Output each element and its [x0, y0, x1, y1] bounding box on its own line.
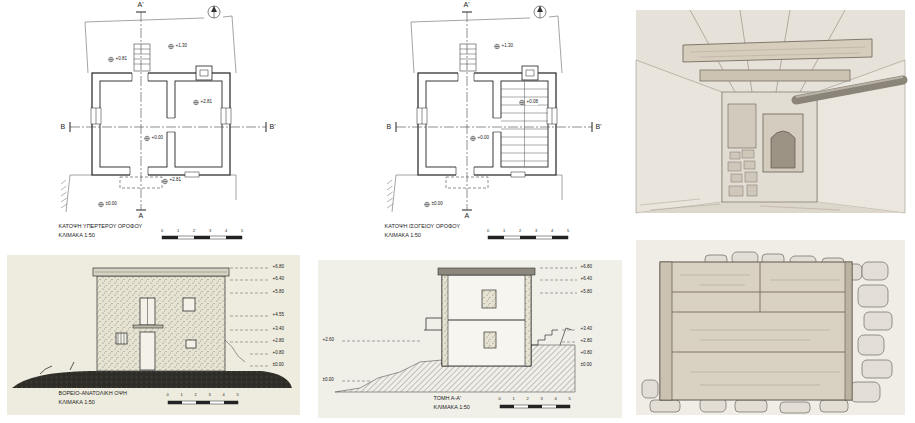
level-mark: +3.40 — [580, 327, 592, 332]
scale-number: 5 — [568, 397, 571, 401]
drawing-title: ΚΑΤΟΨΗ ΥΠΕΡΤΕΡΟΥ ΟΡΟΦΟΥ — [58, 224, 143, 230]
section-mark: Β' — [595, 123, 602, 130]
scale-number: 2 — [193, 229, 196, 233]
level-mark: +6.80 — [580, 265, 592, 270]
section-a-a — [318, 260, 622, 418]
scale-number: 1 — [177, 229, 180, 233]
scale-number: 2 — [526, 397, 529, 401]
level-mark: +0.80 — [272, 351, 284, 356]
ground-floor-plan — [387, 6, 592, 239]
section-mark: Α — [138, 212, 144, 219]
scale-text: ΚΛΙΜΑΚΑ 1:50 — [384, 233, 421, 239]
level-mark: +0.80 — [580, 351, 592, 356]
level-mark: +2.60 — [322, 338, 334, 343]
scale-number: 5 — [567, 229, 570, 233]
level-mark: +2.80 — [272, 339, 284, 344]
scale-number: 4 — [551, 229, 554, 233]
level-mark: ±0.00 — [322, 378, 334, 383]
scale-number: 4 — [222, 393, 225, 397]
scale-text: ΚΛΙΜΑΚΑ 1:50 — [58, 400, 95, 406]
level-mark: ±0.00 — [105, 202, 117, 207]
level-mark: +6.80 — [272, 265, 284, 270]
drawing-title: ΤΟΜΗ Α-Α' — [433, 396, 462, 402]
level-mark: +0.00 — [477, 136, 489, 141]
stair-hatch — [501, 81, 548, 167]
level-mark: ±0.00 — [580, 363, 592, 368]
level-mark: +4.55 — [272, 313, 284, 318]
interior-sketch — [636, 10, 905, 213]
level-mark: ±0.00 — [272, 363, 284, 368]
scale-number: 0 — [166, 393, 169, 397]
level-mark: +1.30 — [501, 44, 513, 49]
level-mark: +5.80 — [580, 290, 592, 295]
trapdoor-sketch — [636, 240, 905, 415]
scale-number: 1 — [180, 393, 183, 397]
scale-number: 0 — [498, 397, 501, 401]
scale-number: 2 — [194, 393, 197, 397]
level-mark: +2.81 — [200, 100, 212, 105]
upper-floor-plan — [61, 6, 266, 239]
scale-number: 5 — [241, 229, 244, 233]
scale-number: 2 — [519, 229, 522, 233]
upper-floor-extras — [109, 57, 168, 184]
scale-text: ΚΛΙΜΑΚΑ 1:50 — [58, 233, 95, 239]
level-mark: +6.40 — [272, 277, 284, 282]
section-mark: Α — [464, 212, 470, 219]
section-mark: Β — [386, 123, 392, 130]
level-mark: +0.00 — [151, 136, 163, 141]
scale-number: 4 — [225, 229, 228, 233]
scale-number: 3 — [208, 393, 211, 397]
scale-number: 5 — [236, 393, 239, 397]
section-mark: Β' — [269, 123, 276, 130]
scale-number: 3 — [209, 229, 212, 233]
scale-number: 0 — [487, 229, 490, 233]
scale-number: 1 — [503, 229, 506, 233]
level-mark: ±0.00 — [431, 202, 443, 207]
level-mark: +2.81 — [169, 178, 181, 183]
drawing-title: ΚΑΤΟΨΗ ΙΣΟΓΕΙΟΥ ΟΡΟΦΟΥ — [384, 224, 461, 230]
level-mark: +0.81 — [115, 57, 127, 62]
scale-number: 3 — [535, 229, 538, 233]
level-mark: +1.30 — [175, 44, 187, 49]
level-mark: +6.40 — [580, 277, 592, 282]
scale-number: 3 — [540, 397, 543, 401]
scale-number: 1 — [512, 397, 515, 401]
scale-number: 4 — [554, 397, 557, 401]
level-mark: +0.08 — [526, 100, 538, 105]
level-mark: +5.80 — [272, 290, 284, 295]
level-mark: +3.40 — [272, 327, 284, 332]
scale-text: ΚΛΙΜΑΚΑ 1:50 — [433, 405, 470, 411]
section-mark: Α' — [463, 1, 470, 8]
level-mark: +2.80 — [580, 339, 592, 344]
scale-number: 0 — [161, 229, 164, 233]
drawing-title: ΒΟΡΕΙΟ-ΑΝΑΤΟΛΙΚΗ ΟΨΗ — [58, 391, 127, 397]
section-mark: Β — [60, 123, 66, 130]
north-east-elevation — [7, 255, 300, 415]
section-mark: Α' — [137, 1, 144, 8]
